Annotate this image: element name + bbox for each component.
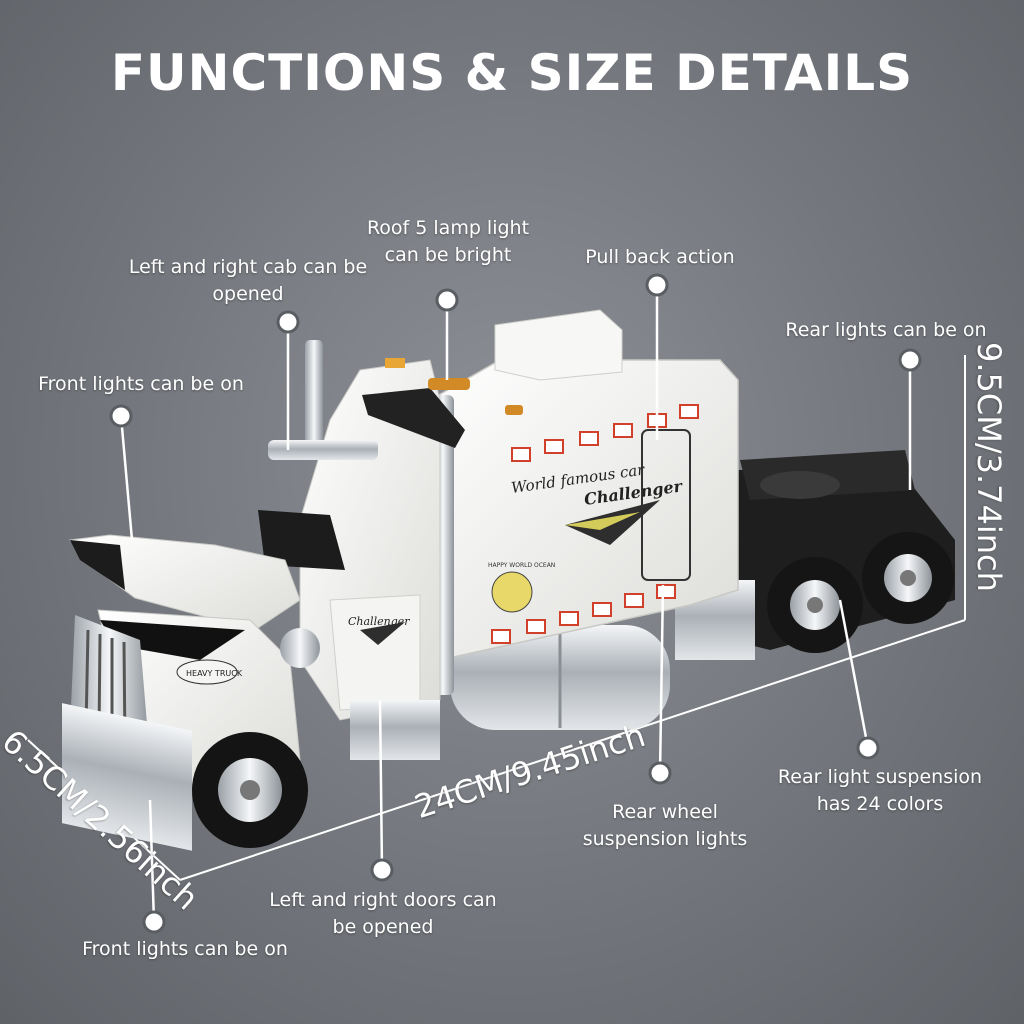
label-rear-wheel: Rear wheel suspension lights (582, 801, 748, 850)
roof-lamp-dot (435, 288, 459, 312)
air-horns (268, 440, 378, 460)
hood-badge: HEAVY TRUCK (186, 669, 243, 678)
fuel-tank (450, 625, 670, 730)
label-rear-suspension: Rear light suspension has 24 colors (777, 766, 983, 815)
front-wheel (192, 732, 308, 848)
label-rear-lights: Rear lights can be on (785, 319, 987, 341)
cab: Challenger (258, 358, 523, 760)
dolphin-logo (491, 571, 533, 613)
engine-bay (100, 620, 245, 660)
label-front-lights-top: Front lights can be on (38, 373, 244, 395)
label-doors-opened: Left and right doors can be opened (269, 889, 497, 938)
front-lights-top-dot (109, 404, 133, 428)
callout-pointers (119, 285, 912, 923)
pull-back-dot (645, 273, 669, 297)
cab-dot (276, 310, 300, 334)
headlight (280, 628, 320, 668)
front-lights-bottom-dot (142, 910, 166, 934)
page-title: FUNCTIONS & SIZE DETAILS (110, 44, 914, 102)
length-dimension-line (179, 619, 966, 881)
rear-wheel-dot (648, 761, 672, 785)
sleeper-script-3: HAPPY WORLD OCEAN (488, 562, 555, 569)
rear-suspension-dot (856, 736, 880, 760)
cab-step (350, 700, 440, 760)
rear-wheels (767, 532, 954, 653)
label-roof-lamp: Roof 5 lamp light can be bright (366, 217, 530, 266)
side-window (258, 510, 345, 570)
cab-door (329, 594, 421, 711)
sleeper-cab: World famous car Challenger HAPPY WORLD … (429, 309, 739, 661)
label-cab-opened: Left and right cab can be opened (128, 256, 368, 305)
height-dimension-label: 9.5CM/3.74inch (970, 342, 1008, 592)
fifth-wheel (760, 471, 840, 499)
rear-lights-dot (898, 348, 922, 372)
label-front-lights-bottom: Front lights can be on (82, 938, 288, 960)
roof-vent (494, 309, 623, 381)
door-script: Challenger (348, 615, 410, 628)
doors-dot (370, 858, 394, 882)
front-bumper (62, 703, 192, 851)
windshield-top (362, 388, 465, 448)
callout-dots (109, 273, 922, 934)
label-pull-back: Pull back action (585, 246, 735, 268)
roof-lamps (385, 358, 405, 368)
